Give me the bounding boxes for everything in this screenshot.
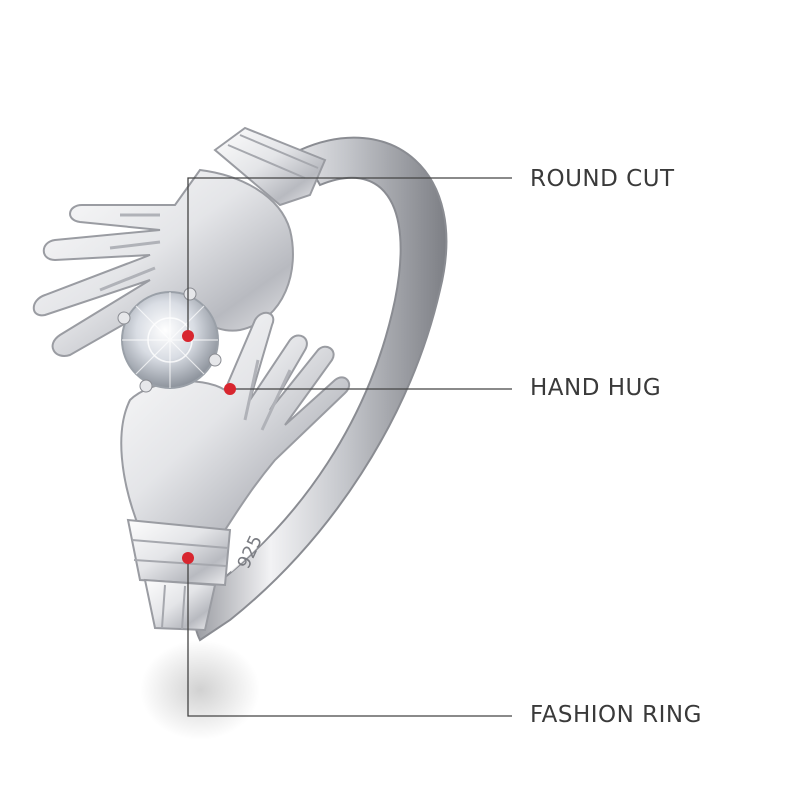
callout-lines (187, 177, 512, 717)
marker-hand-hug (224, 383, 236, 395)
callout-label-fashion-ring: FASHION RING (530, 702, 702, 728)
leader-line-round-cut (187, 177, 512, 336)
ring-band-inner (228, 184, 397, 572)
callout-label-round-cut: ROUND CUT (530, 166, 675, 192)
callout-label-hand-hug: HAND HUG (530, 375, 662, 401)
leader-line-fashion-ring (187, 558, 512, 717)
marker-fashion-ring (182, 552, 194, 564)
marker-round-cut (182, 330, 194, 342)
ring-shadow (140, 640, 260, 740)
wrist-stem (143, 578, 217, 632)
top-hand (32, 168, 294, 357)
round-cut-stone (117, 287, 222, 393)
callout-markers (182, 330, 236, 564)
bottom-wrist-cuff (126, 518, 232, 587)
